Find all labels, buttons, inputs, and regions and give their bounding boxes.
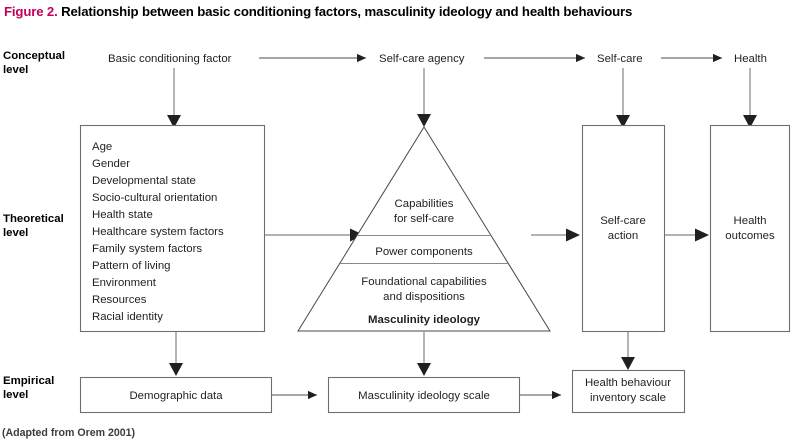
factor-item: Age (92, 141, 112, 153)
node-basic-conditioning-factor: Basic conditioning factor (108, 53, 232, 65)
factor-item: Healthcare system factors (92, 226, 224, 238)
box-demographic-data (79, 376, 273, 414)
arrow-triangle-down-head (417, 363, 431, 376)
tier-capabilities-line2: for self-care (394, 213, 454, 225)
figure-source-caption: (Adapted from Orem 2001) (2, 427, 136, 439)
factor-item: Gender (92, 158, 130, 170)
health-outcomes-line2: outcomes (725, 230, 775, 242)
box-health-behaviour-inventory-scale (571, 369, 686, 414)
arrow-action-to-outcomes-head (695, 228, 709, 242)
arrow-triangle-to-selfcare-action-head (566, 228, 580, 242)
factor-item: Pattern of living (92, 260, 171, 272)
factor-item: Environment (92, 277, 157, 289)
factor-item: Family system factors (92, 243, 202, 255)
level-label-theoretical: Theoretical level (3, 212, 64, 240)
box-self-care-action (581, 124, 666, 333)
figure-title-text: Relationship between basic conditioning … (61, 4, 633, 19)
demographic-data-label: Demographic data (129, 390, 223, 402)
health-behaviour-scale-line1: Health behaviour (585, 377, 671, 389)
arrow-sca-down-head (417, 114, 431, 127)
arrow-health-down-head (743, 115, 757, 128)
factor-item: Health state (92, 209, 153, 221)
level-label-empirical-line2: level (3, 389, 29, 401)
masculinity-ideology-scale-label: Masculinity ideology scale (358, 390, 490, 402)
triangle-self-care-agency (297, 126, 551, 332)
arrow-action-down-head (621, 357, 635, 370)
self-care-action-line1: Self-care (600, 215, 646, 227)
arrow-factors-down-head (169, 363, 183, 376)
level-label-theoretical-line2: level (3, 227, 29, 239)
factor-item: Developmental state (92, 175, 196, 187)
factor-item: Socio-cultural orientation (92, 192, 217, 204)
figure-title: Figure 2. Relationship between basic con… (4, 4, 788, 19)
level-label-conceptual-line2: level (3, 64, 29, 76)
level-label-empirical: Empirical level (3, 374, 54, 402)
tier-masculinity-ideology: Masculinity ideology (368, 314, 481, 326)
box-health-outcomes (709, 124, 791, 333)
node-self-care: Self-care (597, 53, 643, 65)
node-self-care-agency: Self-care agency (379, 53, 465, 65)
figure-number: Figure 2. (4, 4, 58, 19)
level-label-empirical-line1: Empirical (3, 375, 55, 387)
box-basic-conditioning-factors (79, 124, 266, 333)
arrow-selfcare-down-head (616, 115, 630, 128)
tier-foundational-line1: Foundational capabilities (361, 276, 487, 288)
arrow-bcf-down-head (167, 115, 181, 128)
factor-item: Racial identity (92, 311, 163, 323)
level-label-conceptual: Conceptual level (3, 49, 65, 77)
self-care-action-line2: action (608, 230, 638, 242)
tier-capabilities-line1: Capabilities (395, 198, 454, 210)
tier-power-components: Power components (375, 246, 473, 258)
level-label-theoretical-line1: Theoretical (3, 213, 64, 225)
factor-item: Resources (92, 294, 147, 306)
tier-foundational-line2: and dispositions (383, 291, 465, 303)
health-outcomes-line1: Health (734, 215, 767, 227)
health-behaviour-scale-line2: inventory scale (590, 392, 666, 404)
box-masculinity-ideology-scale (327, 376, 521, 414)
node-health: Health (734, 53, 767, 65)
level-label-conceptual-line1: Conceptual (3, 50, 66, 62)
